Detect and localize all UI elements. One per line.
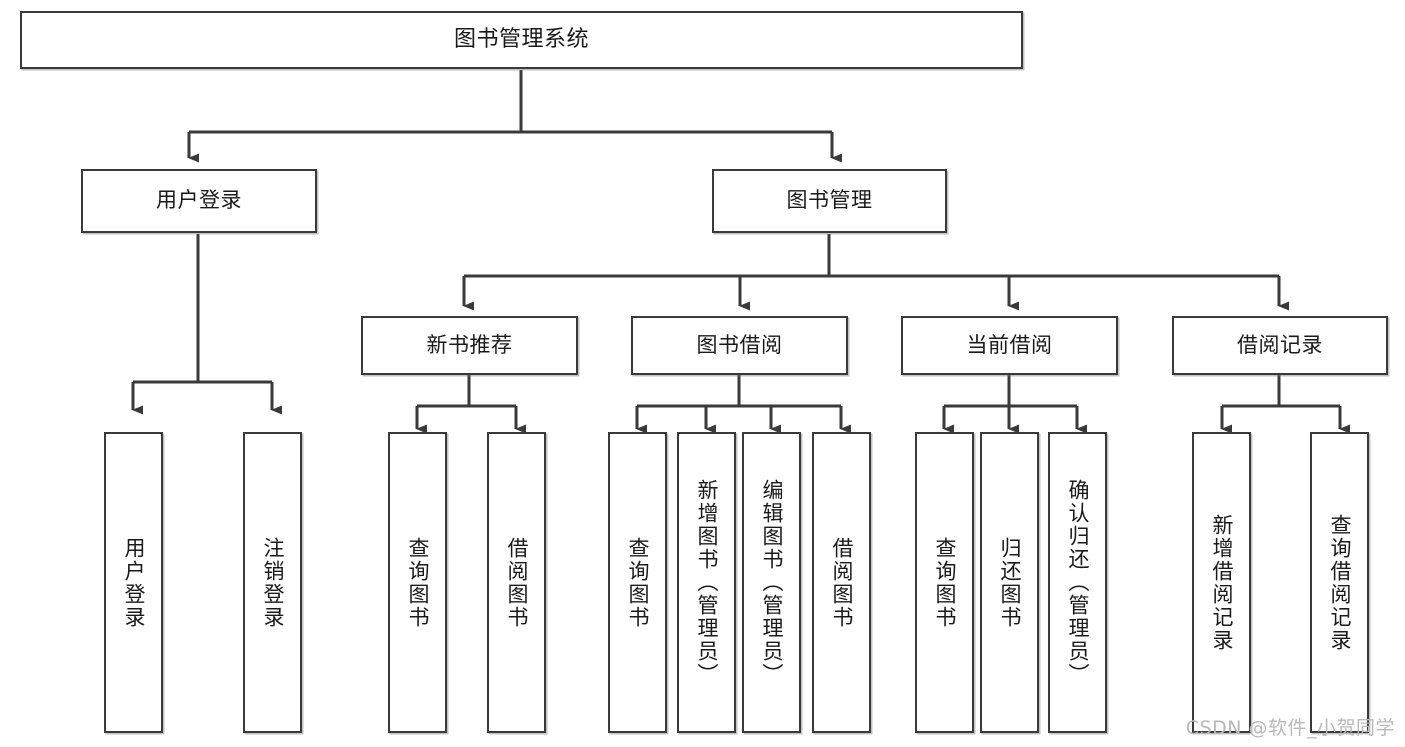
node-leaf-add-record-label: 新增借阅记录	[1209, 513, 1234, 652]
node-leaf-confirm-return[interactable]: 确认归还（管理员）	[1048, 432, 1107, 733]
node-new-book-rec[interactable]: 新书推荐	[361, 316, 578, 375]
watermark-text: CSDN @软件_小贺同学	[1185, 717, 1395, 739]
node-book-manage-label: 图书管理	[786, 188, 873, 213]
node-current-borrow-label: 当前借阅	[966, 332, 1053, 357]
node-leaf-add-book-label: 新增图书（管理员）	[694, 479, 719, 686]
node-leaf-query-book-2-label: 查询图书	[625, 536, 650, 629]
node-leaf-return-book-label: 归还图书	[997, 536, 1022, 629]
node-current-borrow[interactable]: 当前借阅	[901, 316, 1118, 375]
node-leaf-borrow-book-2[interactable]: 借阅图书	[812, 432, 871, 733]
node-leaf-query-book-3-label: 查询图书	[932, 536, 957, 629]
node-root[interactable]: 图书管理系统	[20, 11, 1023, 69]
node-leaf-logout-login[interactable]: 注销登录	[243, 432, 302, 733]
node-leaf-user-login-label: 用户登录	[121, 536, 146, 629]
node-book-borrow-label: 图书借阅	[696, 332, 783, 357]
node-book-borrow[interactable]: 图书借阅	[631, 316, 848, 375]
node-new-book-rec-label: 新书推荐	[426, 332, 513, 357]
node-user-login[interactable]: 用户登录	[81, 169, 317, 233]
node-user-login-label: 用户登录	[156, 188, 242, 213]
node-leaf-return-book[interactable]: 归还图书	[980, 432, 1039, 733]
node-leaf-query-record-label: 查询借阅记录	[1327, 513, 1352, 652]
node-borrow-record-label: 借阅记录	[1237, 332, 1323, 357]
node-borrow-record[interactable]: 借阅记录	[1172, 316, 1388, 375]
node-leaf-confirm-return-label: 确认归还（管理员）	[1065, 479, 1090, 686]
node-leaf-borrow-book-1-label: 借阅图书	[504, 536, 529, 629]
node-leaf-borrow-book-2-label: 借阅图书	[829, 536, 854, 629]
node-leaf-edit-book[interactable]: 编辑图书（管理员）	[742, 432, 801, 733]
node-root-label: 图书管理系统	[453, 26, 589, 52]
node-leaf-edit-book-label: 编辑图书（管理员）	[759, 479, 784, 686]
node-leaf-user-login[interactable]: 用户登录	[104, 432, 163, 733]
node-leaf-logout-login-label: 注销登录	[260, 536, 285, 629]
node-leaf-add-book[interactable]: 新增图书（管理员）	[677, 432, 736, 733]
node-leaf-add-record[interactable]: 新增借阅记录	[1192, 432, 1251, 733]
node-leaf-query-record[interactable]: 查询借阅记录	[1310, 432, 1369, 733]
node-leaf-query-book-1[interactable]: 查询图书	[388, 432, 447, 733]
node-leaf-query-book-2[interactable]: 查询图书	[608, 432, 667, 733]
node-leaf-borrow-book-1[interactable]: 借阅图书	[487, 432, 546, 733]
node-leaf-query-book-3[interactable]: 查询图书	[915, 432, 974, 733]
node-leaf-query-book-1-label: 查询图书	[405, 536, 430, 629]
node-book-manage[interactable]: 图书管理	[712, 169, 947, 233]
